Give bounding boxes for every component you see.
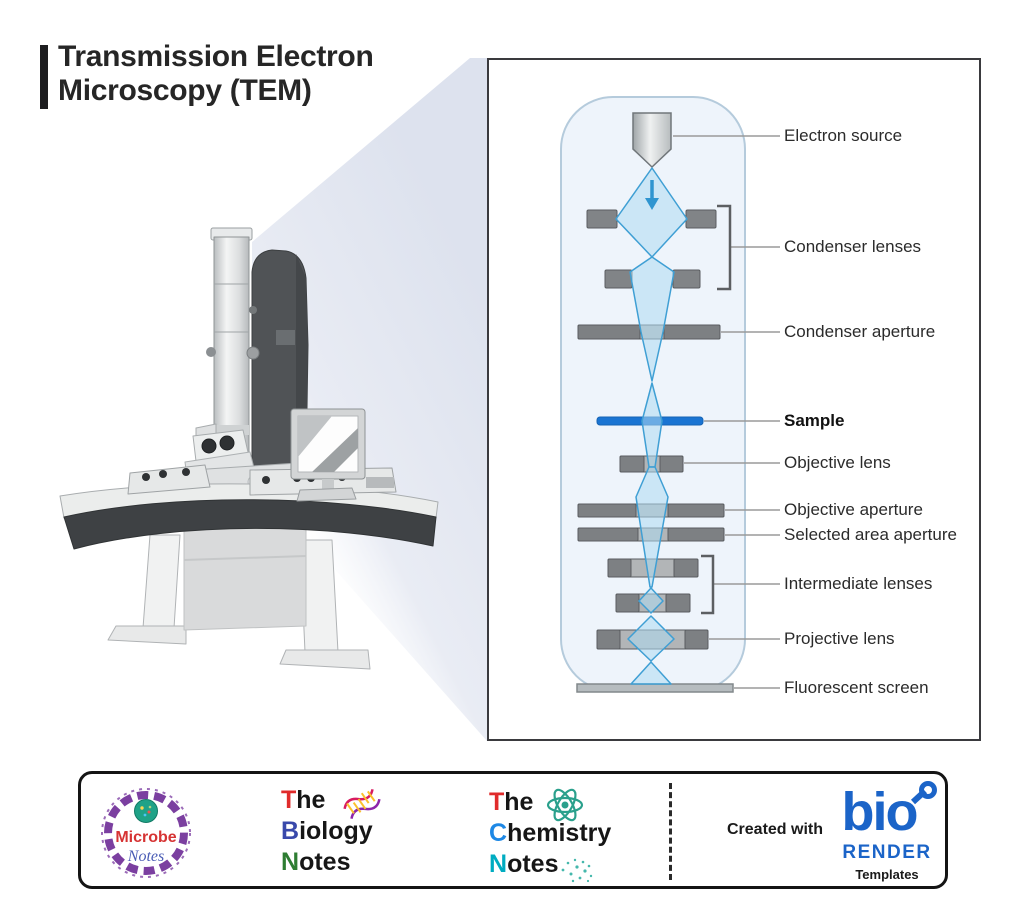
brackets [701,204,732,615]
label-sample: Sample [784,411,845,430]
footer-credits-bar: Microbe Notes The Biology Notes The Chem… [78,771,948,889]
dna-icon [343,789,381,819]
dots-icon [561,858,593,883]
microbe-word: Microbe [115,829,176,846]
diagram-frame [487,58,981,741]
microbe-globe-icon [134,799,158,823]
microbe-notes-logo: Microbe Notes [101,788,191,878]
electron-beam [615,167,688,685]
biorender-templates-text: Templates [855,867,919,882]
biology-notes-logo: The Biology Notes [281,785,373,878]
fluorescent-screen-bar [576,683,734,693]
atom-icon [546,788,584,822]
biology-line3: Notes [281,848,351,876]
title-accent-bar [40,45,48,109]
lens-elements [577,209,725,650]
created-with-text: Created with [726,821,823,838]
biorender-logo: bio RENDER Templates [831,780,943,882]
page-title: Transmission Electron Microscopy (TEM) [58,40,374,108]
electron-gun [632,112,672,169]
page-title-line1: Transmission Electron [58,40,374,73]
biorender-render-text: RENDER [842,842,932,863]
leader-lines [673,135,780,689]
zoom-wedge [252,58,487,741]
biology-line2: Biology [281,817,373,845]
label-condenser-aperture: Condenser aperture [784,322,936,341]
label-intermediate-lenses: Intermediate lenses [784,574,933,593]
tem-instrument-illustration [59,227,439,670]
biorender-bio-text: bio [842,782,917,838]
beam-arrow-icon [645,180,659,210]
label-projective-lens: Projective lens [784,629,895,648]
label-fluorescent-screen: Fluorescent screen [784,678,929,697]
chemistry-line1: The [489,788,534,816]
tem-column-diagram [560,96,780,693]
microbe-notes-word: Notes [127,848,164,865]
label-condenser-lenses: Condenser lenses [784,237,922,256]
label-objective-aperture: Objective aperture [784,500,923,519]
chemistry-line3: Notes [489,850,559,878]
biorender-logo-icon: bio [842,781,937,842]
chemistry-notes-logo: The Chemistry Notes [489,787,611,880]
label-selected-area-aperture: Selected area aperture [784,525,957,544]
chemistry-line2: Chemistry [489,819,612,847]
label-objective-lens: Objective lens [784,453,891,472]
biology-line1: The [281,786,326,814]
page-title-line2: Microscopy (TEM) [58,74,312,107]
footer-divider [669,783,672,880]
label-electron-source: Electron source [784,126,903,145]
